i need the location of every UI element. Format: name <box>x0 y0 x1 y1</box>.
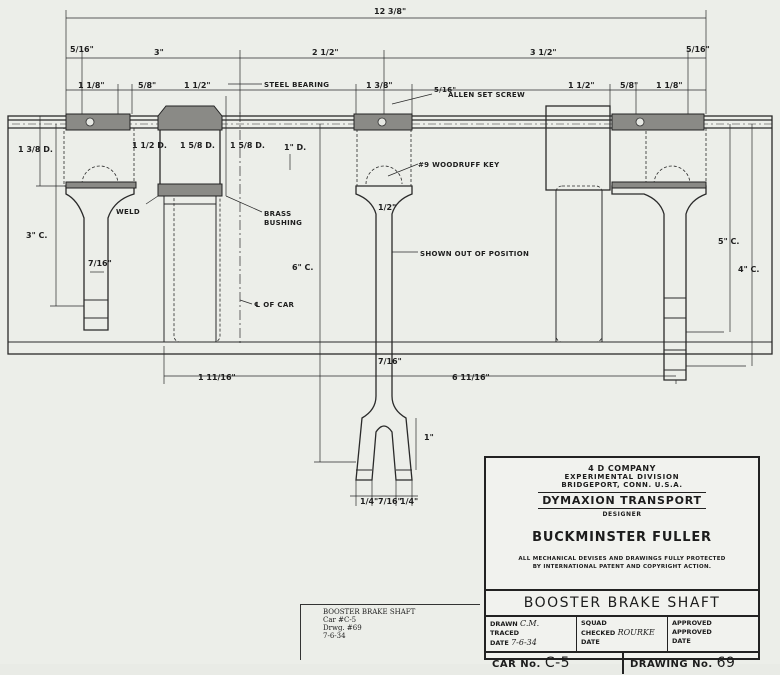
right-brake-arm <box>611 185 707 381</box>
date-label: DATE <box>490 639 509 647</box>
project-name: DYMAXION TRANSPORT <box>538 492 706 509</box>
right-bearing-block <box>545 105 611 191</box>
archive-stamp: BOOSTER BRAKE SHAFT Car #C-5 Drwg. #69 7… <box>300 604 480 660</box>
stamp-line-3: Drwg. #69 <box>323 624 362 632</box>
note-weld: WELD <box>116 208 140 216</box>
dim-hub-right-b: 5/8" <box>620 81 638 90</box>
note-shown-out: SHOWN OUT OF POSITION <box>420 250 529 258</box>
dim-hub-right-c: 1 1/8" <box>656 81 683 90</box>
title-block-header: 4 D COMPANY EXPERIMENTAL DIVISION BRIDGE… <box>486 464 758 591</box>
title-block: 4 D COMPANY EXPERIMENTAL DIVISION BRIDGE… <box>484 456 760 674</box>
dim-fork-c: 1/4" <box>400 497 418 506</box>
car-value: C-5 <box>544 655 571 671</box>
dim-arm-right-len-b: 4" C. <box>738 265 759 274</box>
dim-hub-center: 1 3/8" <box>366 81 393 90</box>
drawn-row: DRAWN C.M. <box>490 619 572 629</box>
designer-role: DESIGNER <box>602 511 642 518</box>
dim-arm-center-len: 6" C. <box>292 263 313 272</box>
checked-row: CHECKED ROURKE <box>581 628 663 638</box>
hub-bores <box>85 117 645 127</box>
signoff-grid: DRAWN C.M. TRACED DATE 7-6-34 SQUAD CHEC… <box>486 617 758 653</box>
drawing-notes: STEEL BEARING 5/16" ALLEN SET SCREW #9 W… <box>116 81 529 309</box>
dim-shaft-dia-2: 1 1/2 D. <box>132 141 167 150</box>
drawn-value: C.M. <box>520 619 540 628</box>
dim-shaft-dia-1: 1 3/8 D. <box>18 145 53 154</box>
division-name: EXPERIMENTAL DIVISION <box>564 473 680 481</box>
company-name: 4 D COMPANY <box>588 464 656 473</box>
date3-label: DATE <box>672 637 691 645</box>
dim-left-flange: 5/16" <box>70 45 94 54</box>
dim-arm-right-len-a: 5" C. <box>718 237 739 246</box>
note-steel-bearing: STEEL BEARING <box>264 81 329 89</box>
drawn-column: DRAWN C.M. TRACED DATE 7-6-34 <box>486 617 577 651</box>
dim-hub-right-a: 1 1/2" <box>568 81 595 90</box>
stamp-line-4: 7-6-34 <box>323 632 346 640</box>
squad-label: SQUAD <box>581 619 607 627</box>
checked-value: ROURKE <box>617 628 655 637</box>
car-frame-outline <box>7 115 773 355</box>
bearing-block <box>159 127 221 189</box>
dim-fork-a: 1/4" <box>360 497 378 506</box>
dimension-labels: 12 3/8" 5/16" 3" 2 1/2" 3 1/2" 5/16" 1 1… <box>18 7 759 506</box>
stamp-line-2: Car #C-5 <box>323 616 357 624</box>
approved2-label: APPROVED <box>672 628 712 636</box>
notice-line-2: BY INTERNATIONAL PATENT AND COPYRIGHT AC… <box>532 564 712 570</box>
dim-arm-left-len: 3" C. <box>26 231 47 240</box>
note-woodruff: #9 WOODRUFF KEY <box>418 161 500 169</box>
dim-bearing-len: 1 1/2" <box>184 81 211 90</box>
dim-shaft-dia-5: 1" D. <box>284 143 306 152</box>
drawn-label: DRAWN <box>490 620 518 628</box>
drawing-title: BOOSTER BRAKE SHAFT <box>486 591 758 617</box>
traced-label: TRACED <box>490 629 520 637</box>
dim-offset-right: 6 11/16" <box>452 373 490 382</box>
dim-shaft-dia-3: 1 5/8 D. <box>180 141 215 150</box>
note-car-center: ℄ OF CAR <box>254 301 295 309</box>
dim-shaft-dia-4: 1 5/8 D. <box>230 141 265 150</box>
dim-span-a: 3" <box>154 48 164 57</box>
checked-label: CHECKED <box>581 629 616 637</box>
shaded-hubs <box>65 105 707 197</box>
company-address: BRIDGEPORT, CONN. U.S.A. <box>561 481 683 489</box>
copyright-notice: ALL MECHANICAL DEVISES AND DRAWINGS FULL… <box>500 555 744 571</box>
dim-fork-depth: 1" <box>424 433 434 442</box>
dim-offset-left: 1 11/16" <box>198 373 236 382</box>
dim-span-c: 3 1/2" <box>530 48 557 57</box>
note-set-screw: ALLEN SET SCREW <box>448 91 525 99</box>
center-brake-arm <box>355 185 413 481</box>
dim-fork-b: 7/16" <box>378 497 402 506</box>
note-set-screw-size: 5/16" <box>434 86 456 94</box>
note-brass: BRASS <box>264 210 291 218</box>
checked-column: SQUAD CHECKED ROURKE DATE <box>577 617 668 651</box>
date2-label: DATE <box>581 638 600 646</box>
car-label: CAR No. <box>492 659 541 670</box>
dim-span-b: 2 1/2" <box>312 48 339 57</box>
dim-right-flange: 5/16" <box>686 45 710 54</box>
dimension-lines <box>36 10 753 506</box>
dim-arm-left-w: 7/16" <box>88 259 112 268</box>
approved-label: APPROVED <box>672 619 712 627</box>
left-brake-arm <box>65 185 135 331</box>
drawing-value: 69 <box>716 655 736 671</box>
notice-line-1: ALL MECHANICAL DEVISES AND DRAWINGS FULL… <box>518 556 726 562</box>
date-value: 7-6-34 <box>511 638 537 647</box>
dim-arm-center-w2: 7/16" <box>378 357 402 366</box>
dim-hub-left: 1 1/8" <box>78 81 105 90</box>
designer-name: BUCKMINSTER FULLER <box>532 530 712 545</box>
dim-hub-left-gap: 5/8" <box>138 81 156 90</box>
note-bushing: BUSHING <box>264 219 302 227</box>
stamp-line-1: BOOSTER BRAKE SHAFT <box>323 608 416 616</box>
drawing-label: DRAWING No. <box>630 659 713 670</box>
dim-overall: 12 3/8" <box>374 7 406 16</box>
date-row: DATE 7-6-34 <box>490 638 572 648</box>
dim-arm-center-w: 1/2" <box>378 203 396 212</box>
approved-column: APPROVED APPROVED DATE <box>668 617 758 651</box>
